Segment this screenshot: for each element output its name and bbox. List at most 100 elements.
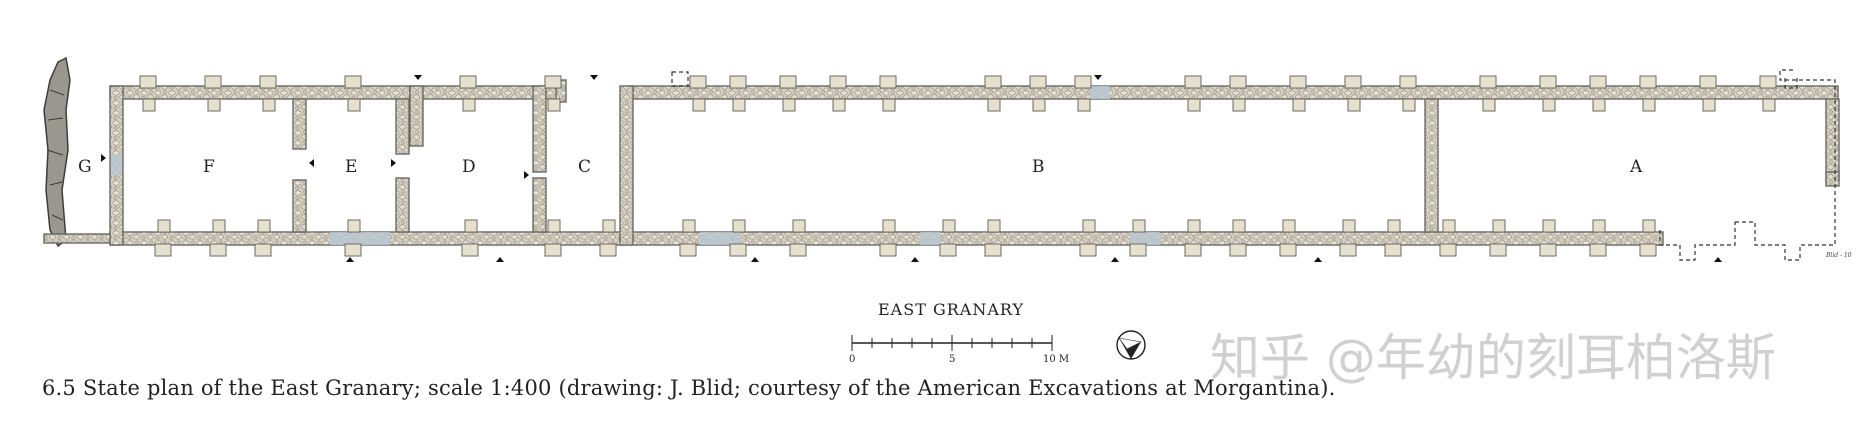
buttress-block [344,75,362,89]
buttress-block [462,98,476,112]
buttress-block [1492,219,1506,233]
buttress-block [262,98,276,112]
artist-signature: Blid - 10 [1825,252,1852,259]
buttress-block [347,98,361,112]
buttress-block [1539,243,1557,257]
doorway-marker [309,159,314,167]
wall-segment [395,177,410,233]
buttress-block [1187,98,1201,112]
buttress-block [1029,75,1047,89]
wall-segment [619,85,634,246]
buttress-block [1479,75,1497,89]
room-label-b: B [1032,157,1045,177]
buttress-block [984,243,1002,257]
buttress-block [779,75,797,89]
watermark: 知乎 @年幼的刻耳柏洛斯 [1210,329,1776,387]
buttress-block [142,98,156,112]
figure-caption: 6.5 State plan of the East Granary; scal… [42,376,1336,400]
buttress-block [254,243,272,257]
doorway-marker [414,75,422,80]
buttress-block [1639,75,1657,89]
buttress-block [157,219,171,233]
buttress-block [459,75,477,89]
buttress-block [792,219,806,233]
doorway-marker [524,171,529,179]
buttress-block [599,243,617,257]
wall-segment [292,98,307,150]
buttress-block [1384,243,1402,257]
scale-tick-0: 0 [849,354,855,365]
doorway-marker [1314,257,1322,262]
wall-segment [1424,98,1439,233]
buttress-block [1589,75,1607,89]
reconstructed-outline [671,69,1836,261]
doorway-marker [496,257,504,262]
buttress-block [1129,243,1147,257]
buttress-block [1344,75,1362,89]
buttress-block [1347,98,1361,112]
buttress-block [257,219,271,233]
buttress-block [1399,75,1417,89]
room-label-c: C [578,157,592,177]
scale-tick-5: 5 [949,354,955,365]
doorway-marker [1111,257,1119,262]
doorway-markers [101,75,1722,262]
buttress-block [729,75,747,89]
buttress-block [1082,219,1096,233]
buttress-block [1184,243,1202,257]
room-label-f: F [203,157,215,177]
buttress-block [1699,75,1717,89]
buttress-block [344,243,362,257]
buttress-block [207,98,221,112]
buttress-block [939,243,957,257]
buttress-block [1702,98,1716,112]
buttress-block [602,219,616,233]
buttress-block [1132,219,1146,233]
buttress-block [732,219,746,233]
buttress-block [1077,98,1091,112]
buttress-block [1079,243,1097,257]
buttress-block [547,98,561,112]
room-label-e: E [345,157,358,177]
buttress-block [1642,219,1656,233]
buttress-block [1542,219,1556,233]
buttress-block [212,219,226,233]
buttress-block [1342,219,1356,233]
buttress-block [1439,243,1457,257]
buttress-block [1292,98,1306,112]
buttress-block [1184,75,1202,89]
buttress-block [832,98,846,112]
buttress-block [259,75,277,89]
buttress-block [1442,219,1456,233]
wall-segment [1825,98,1840,181]
wall-segment [409,85,424,147]
doorway-marker [101,154,106,162]
room-label-d: D [462,157,476,177]
restoration-patch [1130,232,1160,245]
buttress-block [1759,75,1777,89]
restoration-patch [111,155,122,175]
buttress-block [942,219,956,233]
buttress-block [1639,243,1657,257]
buttress-block [1232,219,1246,233]
buttress-block [689,75,707,89]
buttress-block [547,219,561,233]
buttress-block [139,75,157,89]
buttress-block [1402,98,1416,112]
buttress-block [829,75,847,89]
buttress-block [1229,75,1247,89]
buttress-block [1762,98,1776,112]
scale-bar: EAST GRANARY 0 5 10 M [849,300,1069,365]
north-arrow-icon [1116,330,1146,360]
wall-segment [43,233,115,244]
buttress-block [1387,219,1401,233]
buttress-block [789,243,807,257]
buttress-block [882,219,896,233]
buttress-block [204,75,222,89]
buttress-block [987,219,1001,233]
buttress-block [729,243,747,257]
buttress-block [1229,243,1247,257]
buttress-block [464,219,478,233]
buttress-block [544,75,562,89]
buttress-blocks [139,75,1777,257]
